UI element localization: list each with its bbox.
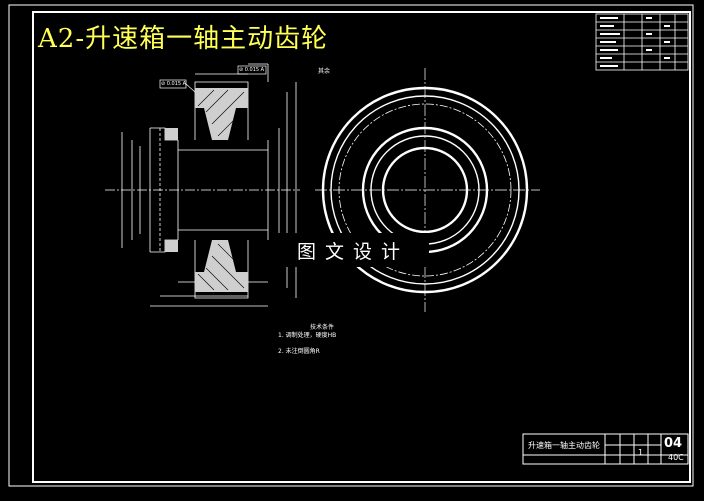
inner-border	[32, 11, 691, 483]
revision-block	[595, 13, 689, 71]
outer-border	[8, 4, 694, 487]
title-block-part-name: 升速箱一轴主动齿轮	[528, 441, 600, 450]
title-block-quantity: 1	[638, 448, 644, 457]
tech-requirements-heading: 技术条件	[310, 324, 335, 331]
roughness-note: 其余	[318, 68, 331, 75]
tech-requirement-1: 1. 调制处理，硬度HB	[278, 332, 337, 339]
geometric-tolerance-tags	[159, 65, 267, 93]
drawing-title: A2-升速箱一轴主动齿轮	[38, 24, 329, 54]
title-block-material: 40C	[668, 453, 684, 462]
title-block-drawing-code: 04	[664, 436, 683, 451]
tech-requirement-2: 2. 未注倒圆角R	[278, 348, 320, 355]
gear-hatch-lines	[197, 89, 247, 291]
tolerance-tag-left: ⊘ 0.015 A	[161, 81, 187, 87]
tolerance-tag-top: ⊘ 0.015 A	[239, 67, 265, 73]
title-block	[522, 433, 689, 465]
gear-end-view	[315, 68, 540, 312]
revision-block-marks	[600, 17, 670, 67]
watermark: 图文设计	[277, 233, 429, 267]
